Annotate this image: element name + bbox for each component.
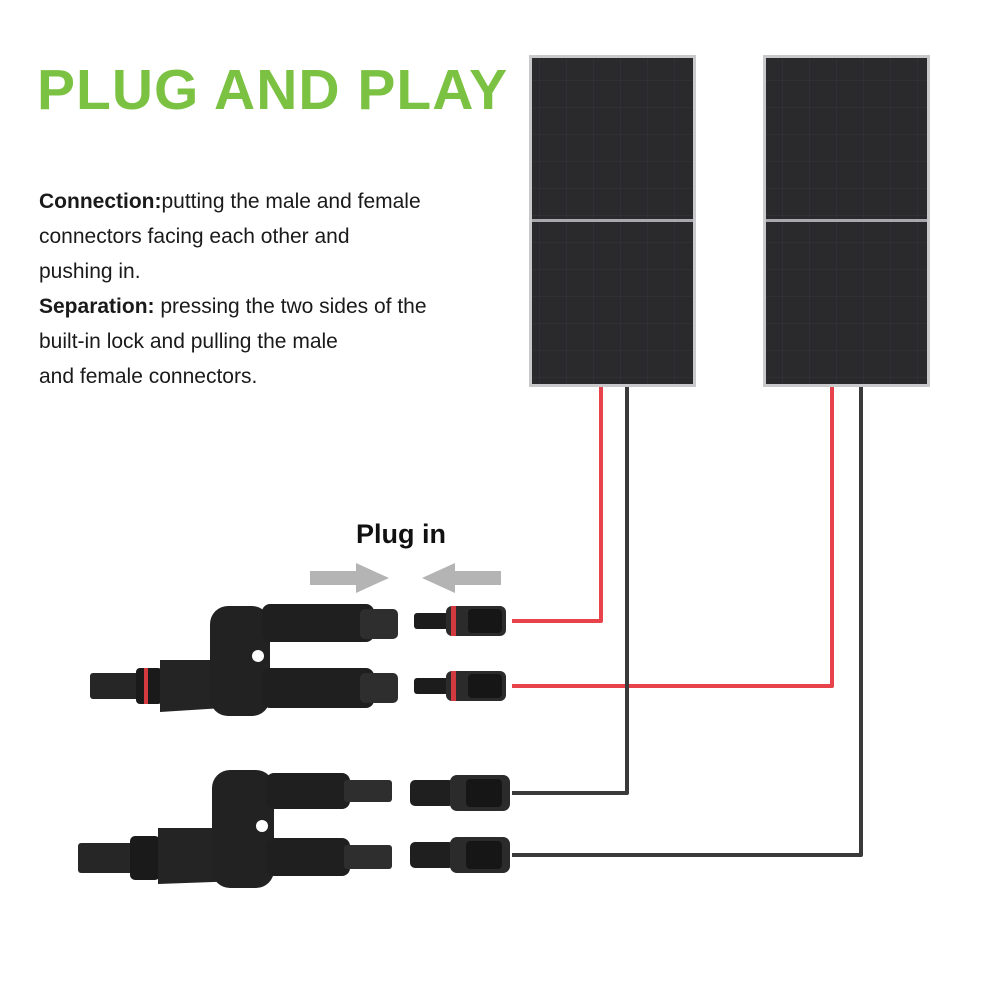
arrow-left-icon	[422, 563, 501, 593]
y-branch-connector-negative	[78, 770, 392, 888]
left-panel-negative-cable	[512, 387, 629, 795]
connection-label: Connection:	[39, 190, 162, 213]
left-panel-positive-cable	[512, 387, 603, 623]
y-branch-connector-positive	[90, 604, 398, 716]
solar-panel-right	[763, 55, 930, 387]
separation-label: Separation:	[39, 295, 155, 318]
separation-text-line1: pressing the two sides of the	[154, 295, 427, 318]
separation-text-line3: and female connectors.	[39, 365, 258, 388]
right-panel-positive-cable	[512, 387, 834, 688]
panel-connector-positive-2	[414, 671, 506, 701]
solar-panel-left	[529, 55, 696, 387]
arrow-right-icon	[310, 563, 389, 593]
connection-text-line1: putting the male and female	[161, 190, 421, 213]
right-panel-negative-cable	[512, 387, 863, 857]
panel-connector-negative-2	[410, 837, 510, 873]
panel-connector-negative-1	[410, 775, 510, 811]
separation-instruction: Separation: pressing the two sides of th…	[39, 289, 519, 324]
connection-text-line2: connectors facing each other and	[39, 225, 350, 248]
plug-in-label: Plug in	[356, 519, 446, 549]
connection-text-line3: pushing in.	[39, 260, 141, 283]
instructions-block: Connection:putting the male and female c…	[39, 184, 519, 394]
separation-text-line2: built-in lock and pulling the male	[39, 330, 338, 353]
panel-connector-positive-1	[414, 606, 506, 636]
connection-instruction: Connection:putting the male and female	[39, 184, 519, 219]
headline-title: PLUG AND PLAY	[37, 58, 509, 122]
